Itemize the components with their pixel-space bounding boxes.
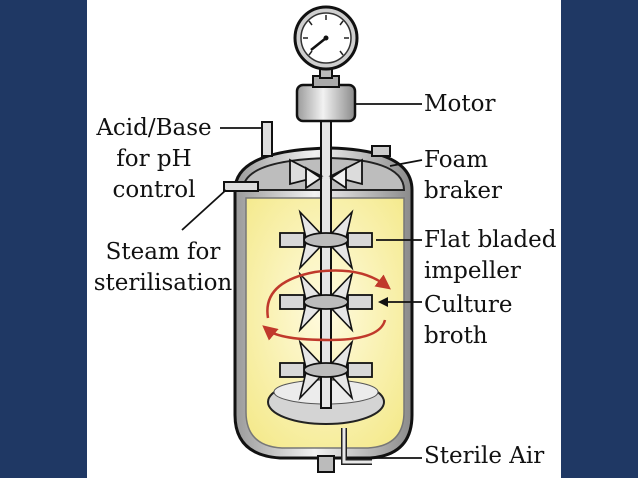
impeller-hub bbox=[303, 232, 349, 248]
acid-base-pipe bbox=[261, 121, 273, 157]
label-acid-line2: for pH bbox=[116, 146, 192, 172]
bottom-outlet bbox=[317, 428, 372, 473]
foam-breaker bbox=[289, 158, 363, 190]
label-broth-line1: Culture bbox=[424, 292, 513, 318]
impeller-flat-blade-left bbox=[279, 294, 305, 310]
circulation-arrows bbox=[262, 269, 391, 342]
leader-lines bbox=[181, 103, 423, 459]
impeller-flat-blade-right bbox=[347, 232, 373, 248]
label-sterile-air: Sterile Air bbox=[424, 443, 545, 469]
label-broth-line2: broth bbox=[424, 323, 488, 349]
impeller-flat-blade-left bbox=[279, 362, 305, 378]
broth-arrow-head bbox=[378, 297, 388, 307]
impeller-hub bbox=[303, 294, 349, 310]
impeller-bottom bbox=[279, 339, 373, 401]
label-acid-line1: Acid/Base bbox=[96, 115, 212, 141]
label-impeller-line1: Flat bladed bbox=[424, 227, 557, 253]
motor bbox=[295, 75, 357, 123]
impeller-flat-blade-right bbox=[347, 294, 373, 310]
label-foam-line1: Foam bbox=[424, 147, 489, 173]
steam-pipe bbox=[223, 181, 259, 192]
pressure-gauge bbox=[293, 5, 359, 79]
impeller-hub bbox=[303, 362, 349, 378]
label-foam-line2: braker bbox=[424, 178, 502, 204]
label-impeller-line2: impeller bbox=[424, 258, 521, 284]
label-steam-line1: Steam for bbox=[105, 239, 221, 265]
impeller-top bbox=[279, 209, 373, 271]
impeller-middle bbox=[279, 271, 373, 333]
impeller-flat-blade-right bbox=[347, 362, 373, 378]
label-steam-line2: sterilisation bbox=[93, 270, 233, 296]
label-acid-line3: control bbox=[112, 177, 196, 203]
label-motor: Motor bbox=[424, 91, 496, 117]
impeller-flat-blade-left bbox=[279, 232, 305, 248]
